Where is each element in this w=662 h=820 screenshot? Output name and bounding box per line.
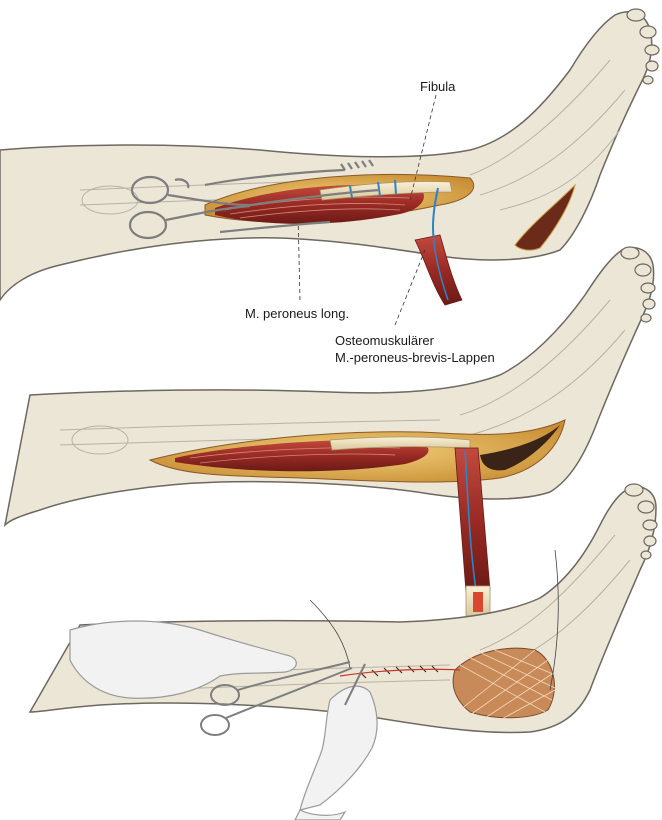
- mesh-pattern: [459, 647, 559, 721]
- leg-outline-2: [3, 246, 655, 528]
- glove-cuff: [294, 809, 347, 820]
- label-leaders-1: [297, 94, 437, 326]
- toes-2: [620, 246, 656, 323]
- retractor-instrument: [128, 159, 381, 240]
- gloved-hand-left: [69, 620, 297, 699]
- label-peroneus-long: M. peroneus long.: [245, 306, 349, 321]
- suture-thread: [309, 599, 351, 669]
- fibula-bone: [319, 181, 453, 201]
- leg-outline-1: [0, 11, 653, 302]
- flap-vessel-1: [432, 189, 449, 301]
- suture-thread-2: [549, 549, 559, 691]
- flap-vessel-2: [464, 449, 477, 591]
- forceps: [200, 661, 353, 736]
- mesh-graft: [452, 647, 555, 719]
- sutures: [339, 665, 461, 679]
- flap-bone-marrow: [473, 592, 483, 612]
- label-flap-line2: M.-peroneus-brevis-Lappen: [335, 350, 495, 365]
- panel-dissection: Fibula M. peroneus long. Osteomuskulärer…: [0, 8, 660, 365]
- distal-tunnel: [480, 425, 560, 471]
- toes-1: [626, 8, 660, 85]
- label-flap-line1: Osteomuskulärer: [335, 333, 435, 348]
- panel-closure: [28, 483, 658, 820]
- toes-3: [624, 483, 658, 560]
- label-fibula: Fibula: [420, 79, 456, 94]
- gloved-hand-right: [299, 685, 378, 811]
- needle-holder: [344, 663, 366, 706]
- ankle-incision-1: [514, 183, 576, 251]
- panel-harvest: [3, 246, 656, 617]
